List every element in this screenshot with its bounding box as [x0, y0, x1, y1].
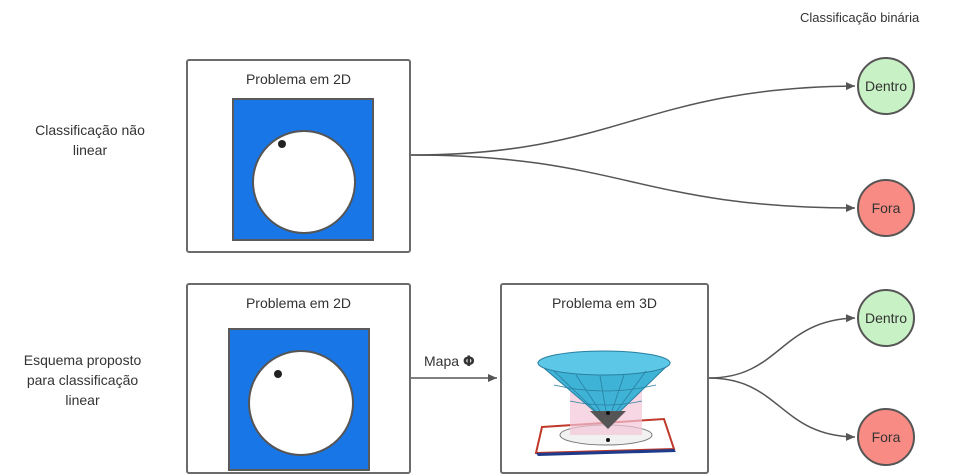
cone-tip — [590, 411, 626, 429]
cone-top — [537, 350, 671, 376]
blue-panel-top — [232, 98, 374, 241]
problem-2d-title-bottom: Problema em 2D — [245, 295, 352, 311]
node-dentro-top: Dentro — [857, 57, 915, 115]
node-dentro-bottom: Dentro — [857, 289, 915, 347]
proposed-label-line-1: Esquema proposto — [23, 352, 142, 368]
proposed-label-line-3: linear — [65, 392, 100, 408]
phi-symbol: Φ — [462, 354, 475, 370]
point-bottom — [274, 370, 282, 378]
map-text: Mapa — [424, 353, 460, 369]
circle-region-bottom — [248, 350, 354, 456]
node-fora-bottom: Fora — [857, 408, 915, 466]
problem-3d-box: Problema em 3D — [500, 283, 709, 474]
problem-3d-title: Problema em 3D — [551, 295, 658, 311]
circle-region-top — [252, 130, 356, 234]
nonlinear-label-line-1: Classificação não — [35, 122, 145, 138]
cone-3d-figure — [534, 350, 676, 456]
point-top — [278, 140, 286, 148]
cone-mesh — [553, 370, 657, 424]
node-fora-bottom-label: Fora — [871, 429, 901, 445]
point-3d-upper — [606, 411, 610, 415]
arrow-3d-to-dentro — [708, 314, 856, 379]
arrow-3d-to-fora — [708, 377, 856, 441]
node-fora-top-label: Fora — [871, 200, 901, 216]
proposed-scheme-label: Esquema proposto para classificação line… — [0, 350, 165, 410]
proposed-label-line-2: para classificação — [26, 372, 139, 388]
node-fora-top: Fora — [857, 179, 915, 237]
map-phi-label: Mapa Φ — [424, 353, 475, 370]
nonlinear-label-line-2: linear — [72, 142, 108, 158]
binary-classification-title: Classificação binária — [800, 10, 920, 25]
node-dentro-top-label: Dentro — [864, 78, 908, 94]
arrow-top-to-dentro — [410, 82, 856, 156]
point-3d-lower — [606, 438, 610, 442]
nonlinear-label: Classificação não linear — [10, 120, 170, 160]
projection-plane-edge — [536, 449, 676, 456]
arrow-top-to-fora — [410, 154, 856, 212]
problem-2d-box-bottom: Problema em 2D — [186, 283, 411, 474]
problem-2d-box-top: Problema em 2D — [186, 59, 411, 253]
blue-panel-bottom — [228, 328, 370, 471]
problem-2d-title-top: Problema em 2D — [245, 71, 352, 87]
node-dentro-bottom-label: Dentro — [864, 310, 908, 326]
